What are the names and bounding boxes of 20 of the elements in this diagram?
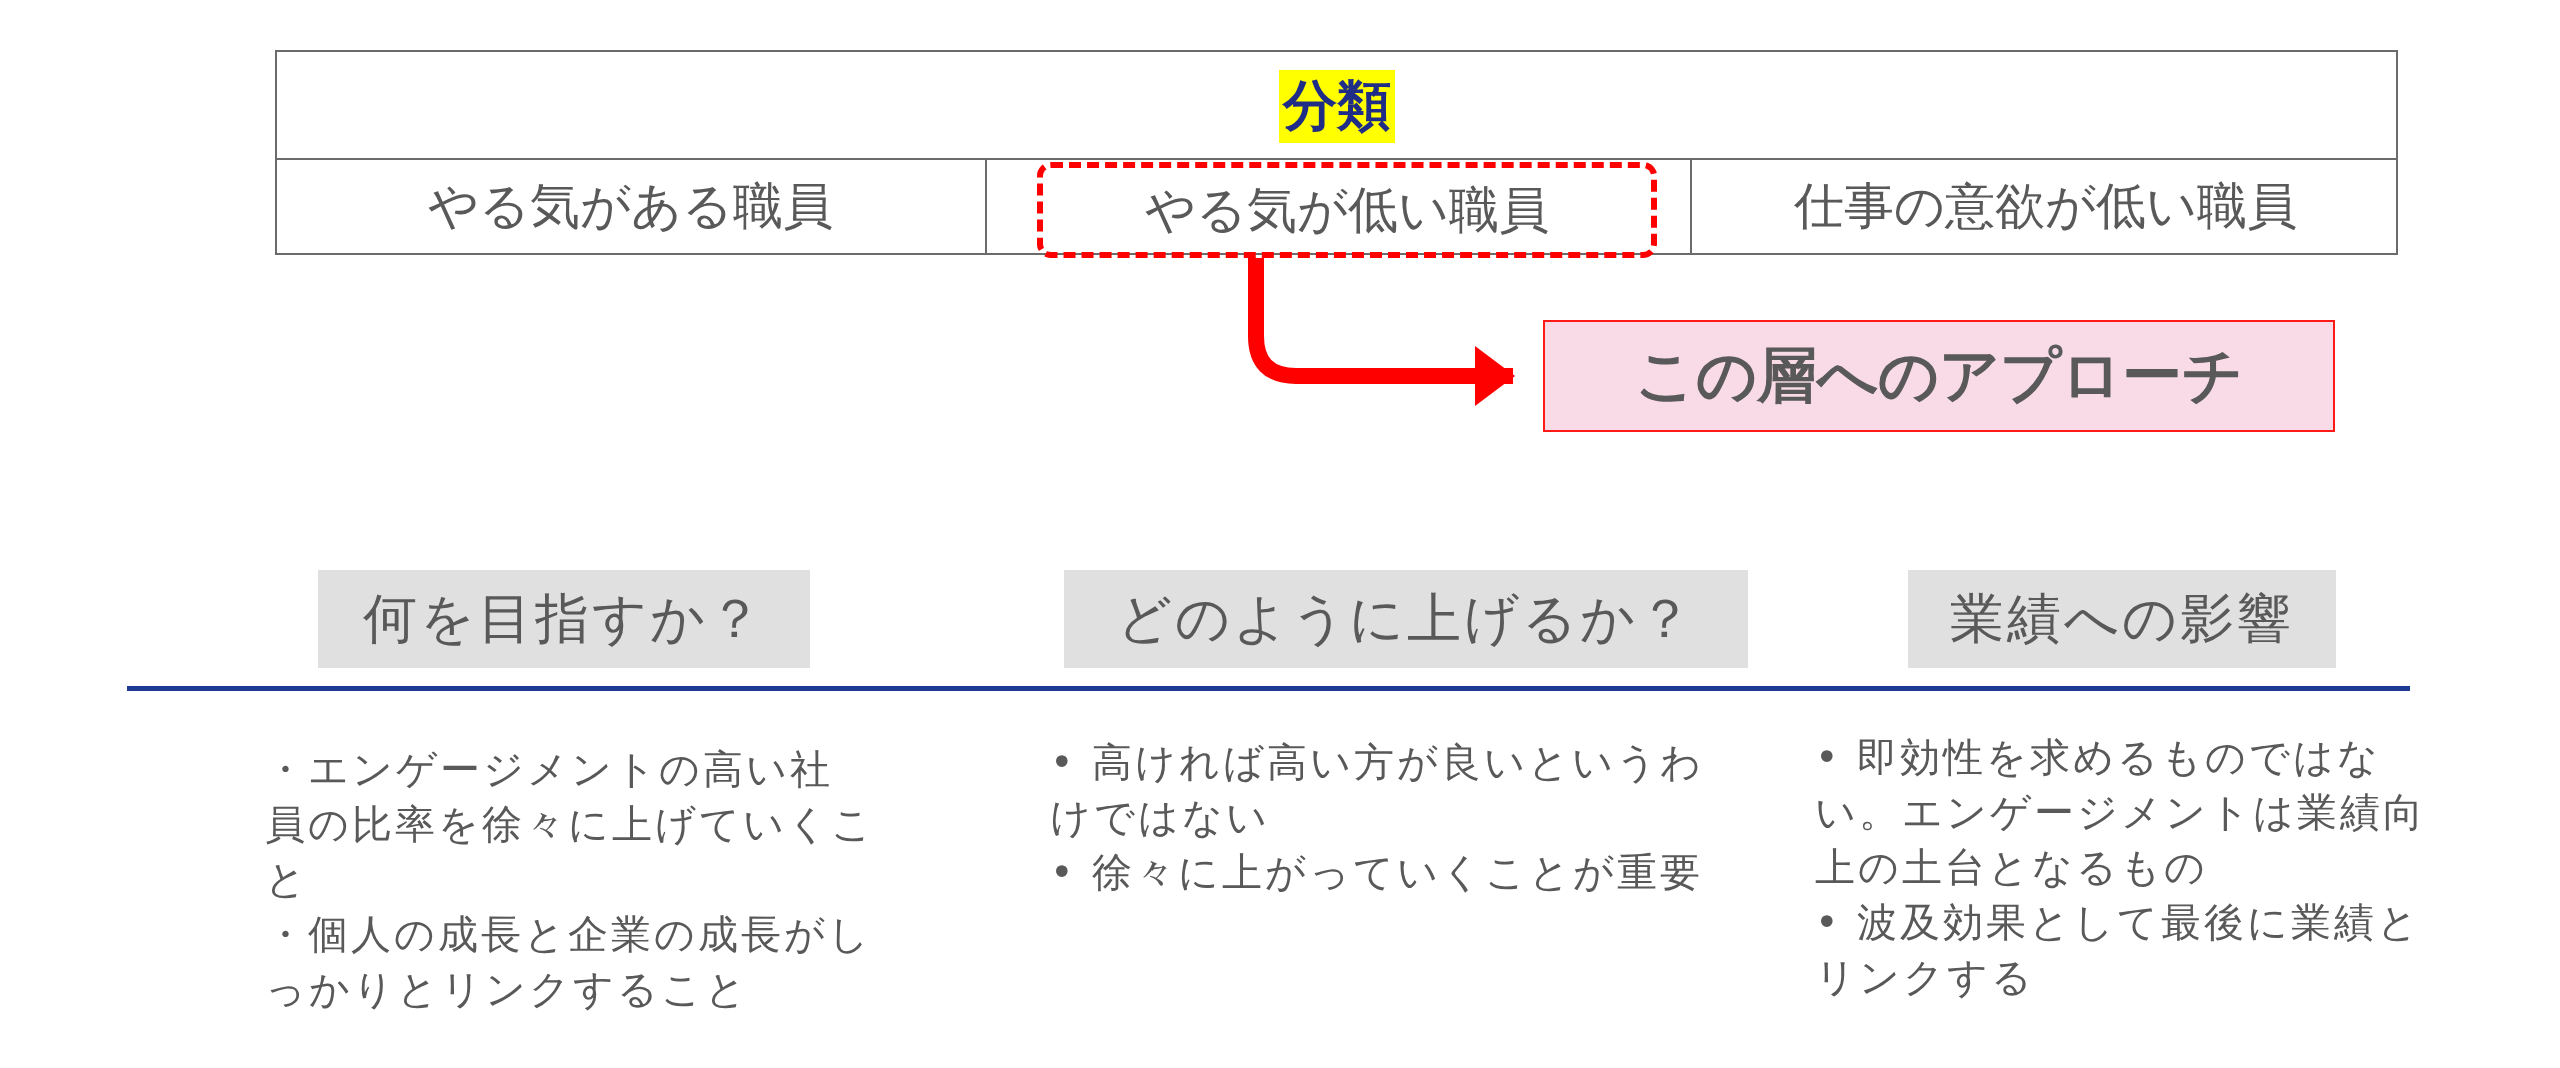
bullet-text: • 波及効果として最後に業績とリンクする	[1815, 898, 2423, 1002]
callout-box	[1543, 320, 2335, 432]
heading-text: どのように上げるか？	[1117, 585, 1695, 652]
header-text: 分類	[1278, 69, 1395, 143]
category-text: 仕事の意欲が低い職員	[1793, 176, 2297, 237]
bullet-text: ・エンゲージメントの高い社員の比率を徐々に上げていくこと	[265, 745, 875, 904]
heading-box	[1908, 570, 2336, 668]
highlight-frame	[1037, 162, 1657, 258]
heading-text: 何を目指すか？	[363, 585, 765, 652]
bullet-text: • 徐々に上がっていくことが重要	[1050, 848, 1705, 897]
category-text: やる気がある職員	[427, 176, 833, 237]
heading-text: 業績への影響	[1950, 585, 2294, 652]
category-text: やる気が低い職員	[1145, 179, 1549, 241]
heading-box	[1064, 570, 1748, 668]
callout-text: この層へのアプローチ	[1635, 338, 2243, 412]
arrow	[1248, 258, 1515, 406]
heading-box	[318, 570, 810, 668]
bullet-text: • 高ければ高い方が良いというわけではない	[1050, 738, 1706, 842]
bullet-text: • 即効性を求めるものではない。エンゲージメントは業績向上の土台となるもの	[1815, 733, 2427, 892]
bullet-text: ・個人の成長と企業の成長がしっかりとリンクすること	[265, 910, 873, 1014]
